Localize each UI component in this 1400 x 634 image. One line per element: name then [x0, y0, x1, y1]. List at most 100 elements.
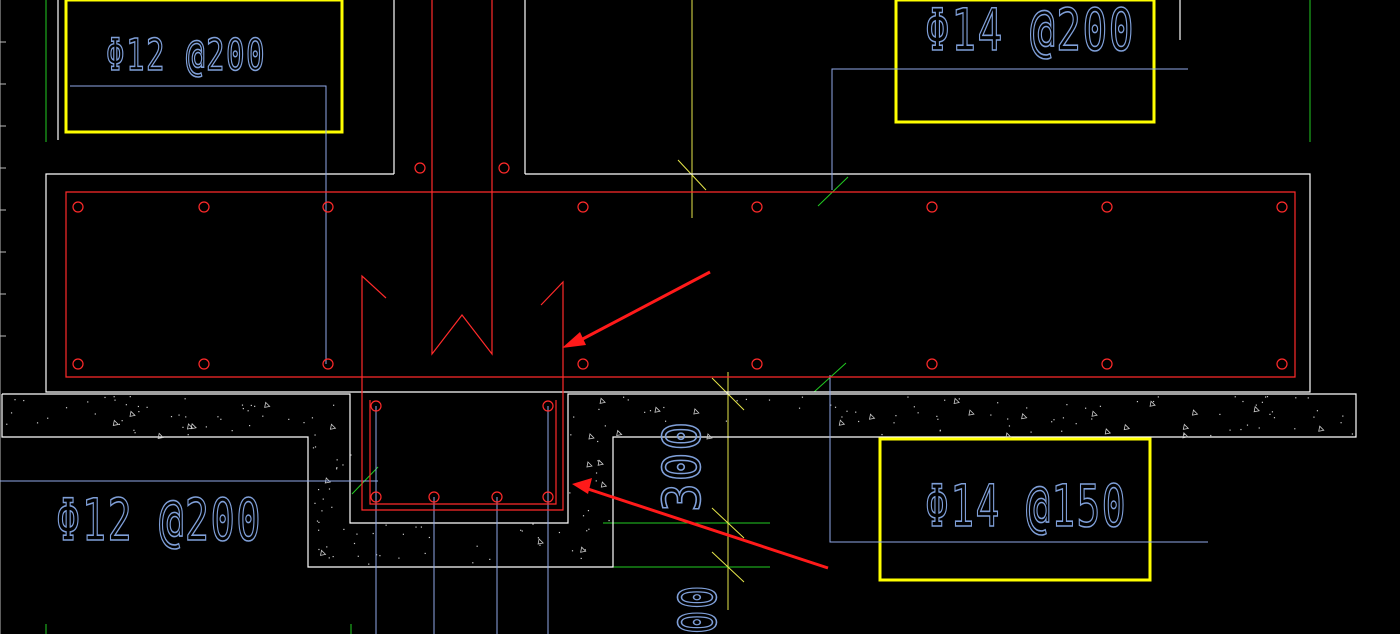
hatch-dot [855, 411, 857, 413]
hatch-dot [1091, 418, 1093, 420]
hatch-dot [586, 530, 588, 532]
hatch-aggregate [838, 419, 846, 426]
hatch-dot [604, 425, 606, 427]
hatch-dot [881, 433, 883, 436]
hatch-dot [331, 506, 333, 508]
hatch-dot [913, 406, 915, 408]
hatch-dot [1264, 396, 1267, 398]
hatch-dot [375, 554, 378, 556]
hatch-dot [318, 521, 320, 523]
rebar-dot [542, 400, 554, 412]
hatch-dot [424, 552, 426, 555]
hatch-dot [1269, 413, 1271, 415]
hatch-dot [1157, 396, 1159, 398]
hatch-dot [104, 396, 106, 399]
hatch-dot [138, 411, 140, 413]
hatch-dot [336, 467, 338, 469]
hatch-dot [644, 411, 646, 413]
hatch-dot [597, 460, 599, 462]
rebar-dot [198, 201, 210, 213]
rebar-dot [72, 201, 84, 213]
hatch-dot [830, 404, 832, 406]
hatch-dot [23, 399, 25, 402]
hatch-aggregate [600, 481, 608, 488]
hatch-dot [623, 396, 625, 398]
hatch-dot [801, 396, 804, 398]
hatch-aggregate [157, 432, 164, 439]
box-top-left [64, 0, 344, 134]
hatch-aggregate [968, 409, 975, 416]
hatch-dot [114, 399, 116, 401]
hatch-dot [1258, 427, 1260, 429]
hatch-dot [1342, 415, 1344, 417]
hatch-aggregate [329, 423, 337, 430]
hatch-dot [1273, 417, 1276, 419]
box-top-right [894, 0, 1156, 124]
hatch-aggregate [597, 459, 604, 466]
hatch-dot [1255, 404, 1257, 406]
rebar-dot [1101, 358, 1113, 370]
hatch-dot [314, 446, 317, 448]
hatch-dot [322, 498, 324, 500]
yellow-axis-lines [677, 0, 745, 610]
hatch-dot [335, 468, 338, 470]
hatch-dot [841, 416, 843, 418]
annotation-arrows [562, 270, 829, 570]
hatch-aggregate [1104, 428, 1112, 435]
hatch-dot [288, 418, 290, 420]
hatch-dot [415, 526, 417, 528]
hatch-dot [587, 509, 590, 512]
hatch-dot [598, 408, 600, 411]
hatch-dot [1229, 429, 1231, 431]
hatch-dot [47, 417, 49, 419]
hatch-dot [137, 405, 140, 408]
hatch-dot [768, 399, 771, 401]
hatch-aggregate [693, 408, 700, 415]
hatch-dot [65, 407, 68, 409]
hatch-dot [1183, 433, 1185, 436]
hatch-dot [170, 415, 173, 418]
hatch-dot [597, 440, 599, 443]
hatch-dot [537, 537, 539, 539]
hatch-dot [895, 415, 897, 417]
rebar-dot [198, 358, 210, 370]
hatch-dot [1075, 423, 1077, 425]
hatch-dot [328, 557, 330, 559]
hatch-dot [1234, 396, 1236, 398]
rebar-dot [1276, 201, 1288, 213]
hatch-dot [314, 502, 316, 504]
hatch-dot [573, 416, 575, 418]
hatch-dot [1313, 416, 1315, 418]
hatch-dot [588, 528, 590, 530]
hatch-dot [36, 422, 39, 424]
hatch-dot [1051, 421, 1053, 423]
hatch-aggregate [654, 406, 661, 413]
hatch-dot [649, 410, 652, 412]
rebar-dot [926, 358, 938, 370]
label-bottom-right: Φ14 @150 [925, 472, 1127, 540]
hatch-aggregate [580, 546, 587, 553]
rebar-dot [498, 162, 510, 174]
hatch-dot [834, 406, 837, 408]
hatch-dot [917, 412, 919, 414]
hatch-dot [627, 399, 629, 401]
hatch-aggregate [1149, 400, 1156, 407]
hatch-dot [1261, 401, 1264, 403]
hatch-dot [368, 563, 370, 565]
hatch-dot [1271, 411, 1274, 413]
hatch-dot [1053, 419, 1055, 421]
hatch-dot [1030, 431, 1032, 433]
hatch-aggregate [953, 397, 960, 404]
hatch-dot [571, 550, 574, 552]
hatch-dot [318, 529, 320, 531]
hatch-dot [146, 406, 148, 408]
hatch-dot [1026, 407, 1028, 409]
hatch-dot [582, 515, 585, 517]
hatch-dot [476, 545, 478, 547]
hatch-dot [420, 526, 422, 528]
hatch-dot [944, 399, 946, 401]
hatch-dot [312, 447, 315, 449]
hatch-aggregate [324, 477, 332, 484]
hatch-dot [664, 420, 667, 422]
